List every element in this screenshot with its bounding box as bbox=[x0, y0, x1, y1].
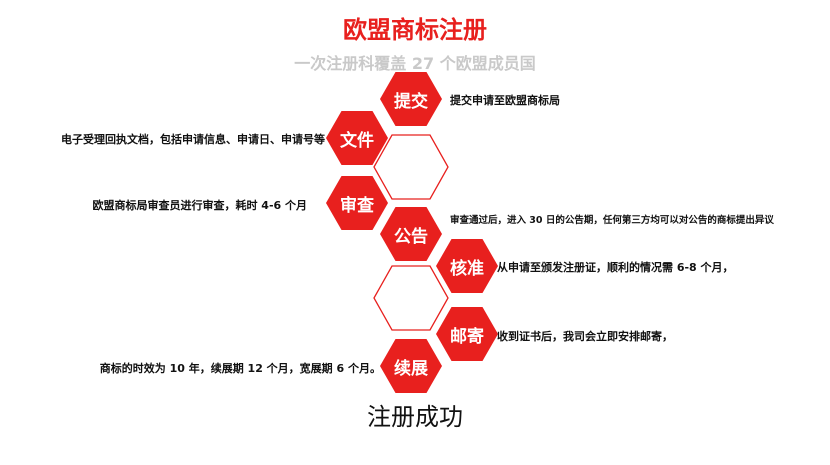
step-hexagon-mailing: 邮寄 bbox=[436, 307, 498, 361]
step-label-approval: 核准 bbox=[450, 258, 484, 279]
step-label-mailing: 邮寄 bbox=[450, 326, 484, 347]
step-description-document: 电子受理回执文档，包括申请信息、申请日、申请号等 bbox=[61, 133, 325, 146]
step-description-renewal: 商标的时效为 10 年，续展期 12 个月，宽展期 6 个月。 bbox=[99, 362, 381, 375]
step-label-submit: 提交 bbox=[394, 91, 428, 112]
step-label-document: 文件 bbox=[340, 130, 374, 151]
step-hexagon-renewal: 续展 bbox=[380, 339, 442, 393]
step-hexagon-document: 文件 bbox=[326, 111, 388, 165]
page-title: 欧盟商标注册 bbox=[343, 16, 487, 44]
step-description-approval: 从申请至颁发注册证，顺利的情况需 6-8 个月， bbox=[497, 261, 734, 274]
step-label-publication: 公告 bbox=[394, 226, 428, 247]
page-subtitle: 一次注册科覆盖 27 个欧盟成员国 bbox=[294, 54, 536, 73]
step-description-examination: 欧盟商标局审查员进行审查，耗时 4-6 个月 bbox=[92, 199, 307, 212]
step-description-publication: 审查通过后，进入 30 日的公告期，任何第三方均可以对公告的商标提出异议 bbox=[450, 215, 774, 226]
step-description-submit: 提交申请至欧盟商标局 bbox=[450, 94, 560, 107]
step-hexagon-publication: 公告 bbox=[380, 207, 442, 261]
outline-hexagon-lower bbox=[373, 265, 449, 331]
step-hexagon-approval: 核准 bbox=[436, 239, 498, 293]
step-label-renewal: 续展 bbox=[394, 358, 428, 379]
step-description-mailing: 收到证书后，我司会立即安排邮寄， bbox=[497, 330, 673, 343]
step-label-examination: 审查 bbox=[340, 195, 374, 216]
step-hexagon-examination: 审查 bbox=[326, 176, 388, 230]
step-hexagon-submit: 提交 bbox=[380, 72, 442, 126]
outline-hexagon-upper bbox=[373, 134, 449, 200]
footer-caption: 注册成功 bbox=[367, 403, 463, 431]
